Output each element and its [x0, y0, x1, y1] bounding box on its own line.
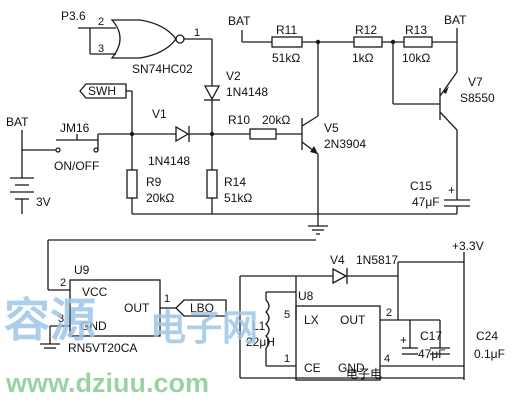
top-rail: [241, 28, 458, 116]
label-l1: L1: [252, 319, 266, 333]
label-u8-pin4: 4: [384, 353, 390, 365]
label-ic-nor: SN74HC02: [132, 62, 193, 76]
transistor-v5: [301, 115, 319, 226]
transistor-v7: [439, 71, 458, 200]
label-c15-value: 47μF: [412, 195, 440, 209]
label-lbo: LBO: [190, 301, 214, 315]
ground-symbol-main: [308, 225, 328, 235]
label-pin1: 1: [194, 27, 200, 39]
watermark-stamp: 电子电: [346, 367, 382, 381]
watermark-cn-name: 容源: [4, 294, 96, 346]
label-r13: R13: [405, 23, 427, 37]
label-v7: V7: [468, 75, 483, 89]
label-c15: C15: [410, 179, 432, 193]
resistor-r11: [271, 36, 303, 48]
label-r11-value: 51kΩ: [272, 51, 300, 65]
watermark-url: www.dziuu.com: [5, 368, 209, 398]
label-c17-value: 47μF: [418, 347, 446, 361]
label-c17-plus: +: [400, 333, 407, 347]
label-bat-right: BAT: [444, 13, 467, 27]
resistor-r14: [206, 169, 218, 199]
label-v2: V2: [226, 69, 241, 83]
label-r11: R11: [276, 23, 297, 37]
label-u8: U8: [298, 289, 314, 303]
label-swh: SWH: [88, 84, 116, 98]
label-u8-pin5: 5: [284, 309, 290, 321]
label-v2-part: 1N4148: [226, 85, 268, 99]
resistor-r10: [249, 128, 277, 140]
diode-v2: [203, 80, 221, 134]
label-u8-ce: CE: [304, 361, 321, 375]
label-r14-value: 51kΩ: [224, 191, 252, 205]
label-u8-pin1: 1: [284, 353, 290, 365]
label-r14: R14: [224, 175, 246, 189]
label-r10: R10: [228, 113, 250, 127]
resistors-r9-r14: [126, 134, 457, 215]
label-r13-value: 10kΩ: [402, 51, 430, 65]
label-pin3: 3: [98, 43, 104, 55]
label-c15-plus: +: [448, 183, 455, 197]
label-l1-value: 22μH: [246, 335, 275, 349]
battery-switch: [10, 130, 99, 214]
label-onoff: ON/OFF: [54, 159, 99, 173]
label-v5-part: 2N3904: [324, 137, 366, 151]
label-battery-3v: 3V: [36, 195, 51, 209]
label-u8-pin2: 2: [386, 307, 392, 319]
label-r12: R12: [355, 23, 377, 37]
label-r12-value: 1kΩ: [352, 51, 374, 65]
label-u9-gnd: GND: [80, 319, 107, 333]
label-c24-value: 0.1μF: [474, 347, 505, 361]
capacitor-c15: [444, 199, 470, 214]
label-r9: R9: [146, 175, 162, 189]
label-u9-out: OUT: [124, 301, 150, 315]
swh-network: [79, 83, 302, 143]
label-c17: C17: [420, 329, 442, 343]
label-v1: V1: [152, 107, 167, 121]
label-bat-top: BAT: [228, 14, 251, 28]
resistor-r12: [353, 36, 383, 48]
label-u8-out: OUT: [340, 313, 366, 327]
nor-gate-sn74hc02: [78, 19, 213, 80]
resistor-r13: [403, 36, 433, 48]
label-u9-vcc: VCC: [82, 285, 108, 299]
label-u9-pin2: 2: [60, 277, 66, 289]
label-jm16: JM16: [60, 121, 90, 135]
label-u9: U9: [74, 263, 90, 277]
label-v4-part: 1N5817: [356, 253, 398, 267]
label-r10-value: 20kΩ: [262, 113, 290, 127]
label-u9-part: RN5VT20CA: [68, 341, 137, 355]
label-v7-part: S8550: [460, 91, 495, 105]
label-r9-value: 20kΩ: [146, 191, 174, 205]
label-u8-gnd: GND: [338, 361, 365, 375]
label-bat-left: BAT: [6, 115, 29, 129]
label-pin2: 2: [98, 16, 104, 28]
u9-rn5vt20ca: [40, 239, 316, 349]
label-p36: P3.6: [61, 9, 86, 23]
label-u9-pin1: 1: [164, 293, 170, 305]
label-u9-pin3: 3: [58, 313, 64, 325]
label-u8-lx: LX: [304, 313, 319, 327]
watermark-cn-site: 电子网: [150, 307, 258, 348]
label-c24: C24: [476, 329, 498, 343]
resistor-r9: [126, 169, 138, 199]
label-v5: V5: [324, 121, 339, 135]
label-v4: V4: [330, 253, 345, 267]
label-3v3-rail: +3.3V: [452, 239, 484, 253]
label-v1-part: 1N4148: [148, 154, 190, 168]
u8-boost: [239, 252, 465, 381]
